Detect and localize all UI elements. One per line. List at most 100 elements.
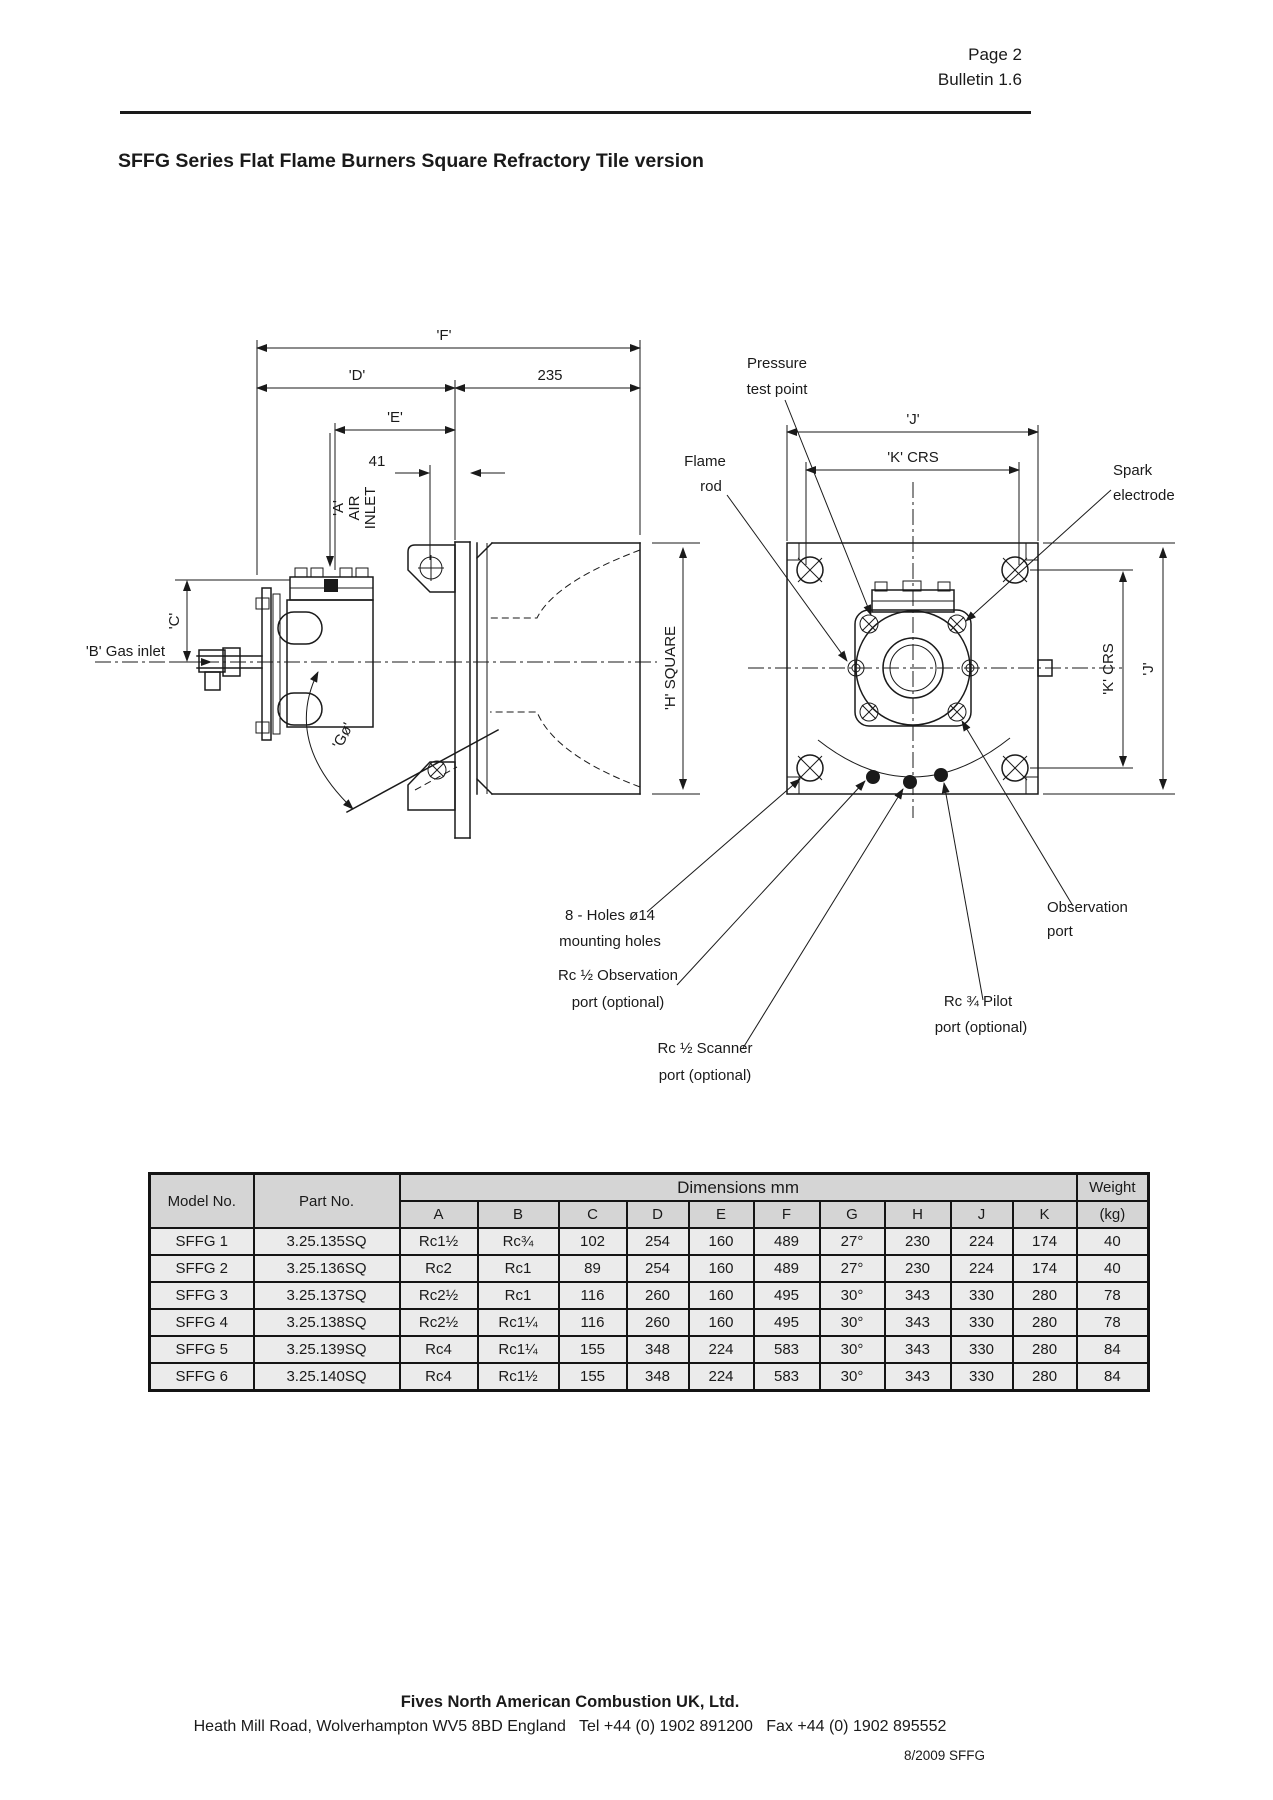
value-cell: 155 <box>557 1335 628 1364</box>
value-cell: Rc1 <box>476 1281 560 1310</box>
col-header-d: D <box>625 1200 690 1229</box>
dim-d-label: 'D' <box>349 367 366 384</box>
footer-company: Fives North American Combustion UK, Ltd. <box>400 1693 740 1711</box>
value-cell: 30° <box>818 1335 886 1364</box>
callout-pressure-line2: test point <box>747 381 809 398</box>
value-cell: Rc2½ <box>398 1281 479 1310</box>
col-header-a: A <box>398 1200 479 1229</box>
value-cell: Rc4 <box>398 1362 479 1392</box>
mounting-holes <box>796 556 1029 782</box>
value-cell: 330 <box>949 1281 1014 1310</box>
value-cell: 116 <box>557 1308 628 1337</box>
dim-f-label: 'F' <box>437 327 452 344</box>
value-cell: 84 <box>1075 1362 1150 1392</box>
dim-j-right-label: 'J' <box>1140 662 1157 675</box>
footer-address: Heath Mill Road, Wolverhampton WV5 8BD E… <box>193 1718 947 1735</box>
callout-flame-rod-line1: Flame <box>684 453 726 470</box>
value-cell: 30° <box>818 1308 886 1337</box>
value-cell: 489 <box>752 1254 821 1283</box>
value-cell: Rc2 <box>398 1254 479 1283</box>
air-inlet-label-a: 'A' <box>330 500 347 516</box>
burner-housing-front <box>817 580 1053 789</box>
value-cell: 84 <box>1075 1335 1150 1364</box>
value-cell: 160 <box>687 1254 755 1283</box>
part-cell: 3.25.137SQ <box>252 1281 401 1310</box>
value-cell: Rc1¼ <box>476 1308 560 1337</box>
page-title: SFFG Series Flat Flame Burners Square Re… <box>118 150 704 172</box>
value-cell: 174 <box>1011 1254 1078 1283</box>
dim-h-label: 'H' SQUARE <box>662 626 679 710</box>
col-header-part: Part No. <box>252 1172 401 1229</box>
part-cell: 3.25.138SQ <box>252 1308 401 1337</box>
value-cell: 280 <box>1011 1308 1078 1337</box>
value-cell: 280 <box>1011 1281 1078 1310</box>
callout-spark-line2: electrode <box>1113 487 1175 504</box>
bulletin-number: Bulletin 1.6 <box>937 70 1022 89</box>
technical-drawing: 'F' 'D' 235 'E' 41 'A' AIR INLET 'B' Gas… <box>85 270 1195 1095</box>
value-cell: 280 <box>1011 1362 1078 1392</box>
value-cell: Rc1½ <box>398 1227 479 1256</box>
value-cell: 224 <box>687 1335 755 1364</box>
air-inlet-label-inlet: INLET <box>362 487 379 530</box>
value-cell: 160 <box>687 1308 755 1337</box>
value-cell: Rc4 <box>398 1335 479 1364</box>
value-cell: 40 <box>1075 1227 1150 1256</box>
part-cell: 3.25.136SQ <box>252 1254 401 1283</box>
dimensions-group-header: Dimensions mm <box>398 1172 1078 1202</box>
page-number: Page 2 <box>968 45 1022 64</box>
value-cell: 230 <box>883 1254 952 1283</box>
callout-scanner-optional-line1: Rc ½ Scanner <box>657 1040 752 1057</box>
value-cell: 160 <box>687 1281 755 1310</box>
model-cell: SFFG 4 <box>148 1308 255 1337</box>
dimensions-table: Model No. Part No. Dimensions mm Weight … <box>148 1172 1151 1392</box>
value-cell: 102 <box>557 1227 628 1256</box>
value-cell: 155 <box>557 1362 628 1392</box>
model-cell: SFFG 6 <box>148 1362 255 1392</box>
col-header-k: K <box>1011 1200 1078 1229</box>
col-header-weight-unit: (kg) <box>1075 1200 1150 1229</box>
value-cell: 260 <box>625 1281 690 1310</box>
dim-41-label: 41 <box>369 453 386 470</box>
col-header-model: Model No. <box>148 1172 255 1229</box>
value-cell: Rc¾ <box>476 1227 560 1256</box>
value-cell: 174 <box>1011 1227 1078 1256</box>
value-cell: 583 <box>752 1335 821 1364</box>
callout-flame-rod-line2: rod <box>700 478 722 495</box>
callout-holes-line2: mounting holes <box>559 933 661 950</box>
value-cell: 330 <box>949 1362 1014 1392</box>
col-header-c: C <box>557 1200 628 1229</box>
value-cell: 89 <box>557 1254 628 1283</box>
value-cell: 254 <box>625 1227 690 1256</box>
doc-code: 8/2009 SFFG <box>903 1748 985 1763</box>
header-rule <box>120 111 1031 114</box>
col-header-e: E <box>687 1200 755 1229</box>
value-cell: 330 <box>949 1335 1014 1364</box>
value-cell: 260 <box>625 1308 690 1337</box>
model-cell: SFFG 5 <box>148 1335 255 1364</box>
value-cell: 30° <box>818 1281 886 1310</box>
callout-pilot-optional-line2: port (optional) <box>935 1019 1028 1036</box>
part-cell: 3.25.135SQ <box>252 1227 401 1256</box>
model-cell: SFFG 2 <box>148 1254 255 1283</box>
value-cell: 330 <box>949 1308 1014 1337</box>
value-cell: 30° <box>818 1362 886 1392</box>
value-cell: Rc2½ <box>398 1308 479 1337</box>
value-cell: 230 <box>883 1227 952 1256</box>
front-view: 'J' 'K' CRS 'K' CRS 'J' <box>748 411 1175 818</box>
dim-k-top-label: 'K' CRS <box>887 449 939 466</box>
value-cell: 343 <box>883 1281 952 1310</box>
page-header: Page 2 Bulletin 1.6 <box>772 42 1022 92</box>
gas-inlet-label: 'B' Gas inlet <box>86 643 166 660</box>
callout-spark-line1: Spark <box>1113 462 1153 479</box>
value-cell: 254 <box>625 1254 690 1283</box>
callout-observation-optional-line1: Rc ½ Observation <box>558 967 678 984</box>
part-cell: 3.25.139SQ <box>252 1335 401 1364</box>
value-cell: 348 <box>625 1362 690 1392</box>
col-header-g: G <box>818 1200 886 1229</box>
value-cell: Rc1 <box>476 1254 560 1283</box>
value-cell: 343 <box>883 1335 952 1364</box>
